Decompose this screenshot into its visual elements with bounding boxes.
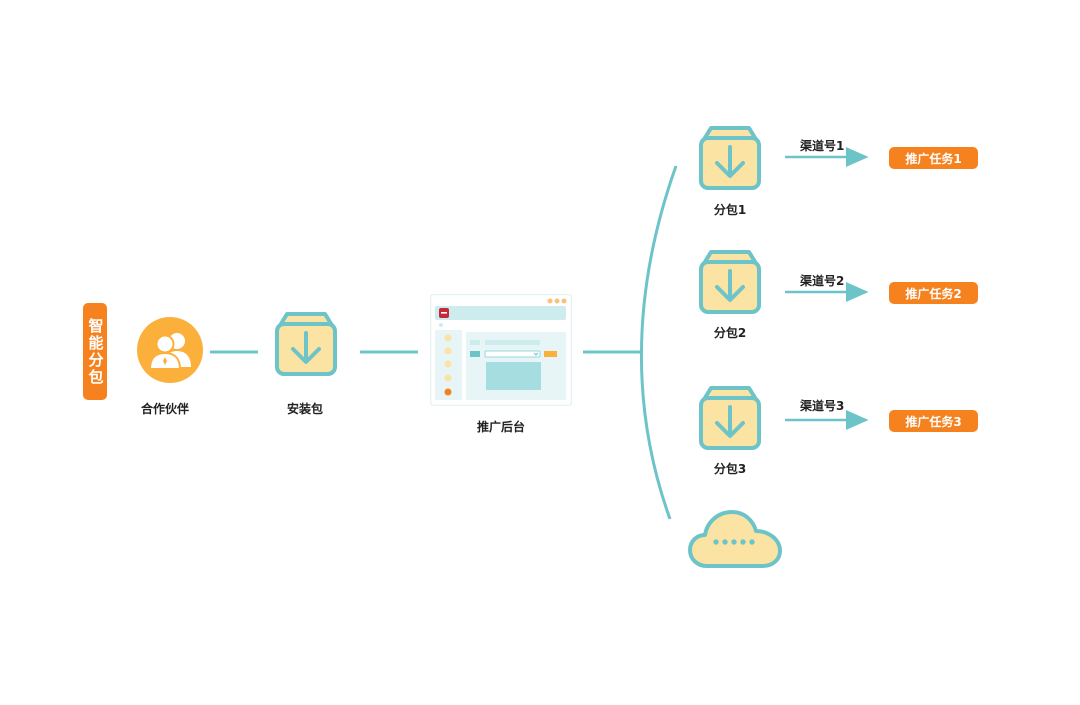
package-label-3: 分包3 [713, 462, 747, 476]
channel-label-2: 渠道号2 [800, 274, 845, 288]
channel-label-3: 渠道号3 [800, 399, 845, 413]
backend-label: 推广后台 [476, 420, 526, 434]
title-tag: 智能分包 [83, 303, 107, 400]
admin-console-icon [430, 294, 572, 406]
task-badge-3: 推广任务3 [889, 410, 978, 432]
partner-label: 合作伙伴 [140, 402, 190, 416]
task-badge-1: 推广任务1 [889, 147, 978, 169]
cloud-more-icon [688, 510, 782, 568]
channel-label-1: 渠道号1 [800, 139, 845, 153]
package-label-1: 分包1 [713, 203, 747, 217]
installer-label: 安装包 [286, 402, 324, 416]
download-box-icon [275, 312, 337, 376]
users-icon [137, 317, 203, 383]
package-label-2: 分包2 [713, 326, 747, 340]
branch-arc [640, 165, 678, 520]
download-box-icon [699, 386, 761, 450]
task-badge-2: 推广任务2 [889, 282, 978, 304]
download-box-icon [699, 250, 761, 314]
download-box-icon [699, 126, 761, 190]
